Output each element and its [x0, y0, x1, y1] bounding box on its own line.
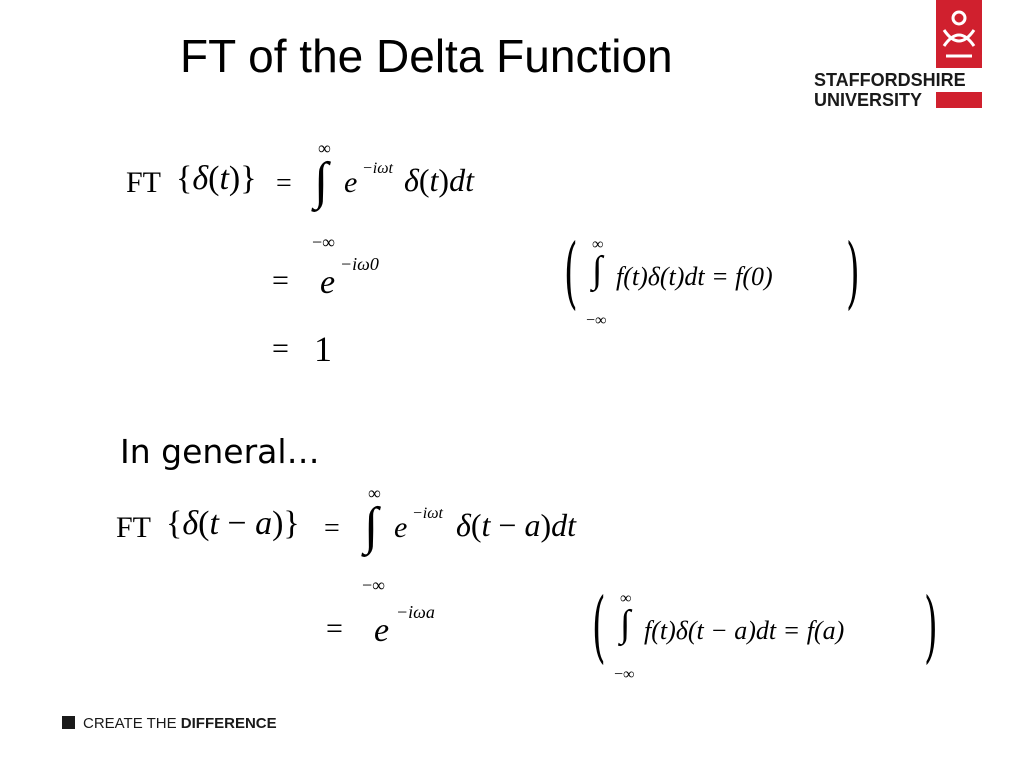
integrand: δ(t)dt: [404, 162, 474, 198]
equals-sign: =: [326, 612, 343, 645]
exponent: −iωt: [362, 160, 393, 177]
integral-sign: ∫: [314, 153, 329, 210]
equation-ft-delta-shifted: FT {δ(t − a)} = ∞ ∫ −∞ e −iωt δ(t − a)dt: [116, 483, 636, 595]
right-paren: ): [924, 582, 938, 672]
equation-step-one: = 1: [272, 328, 372, 376]
integral-sign: ∫: [620, 603, 631, 645]
equation-step-exp-zero: = e −iω0: [272, 252, 432, 308]
upper-limit: ∞: [620, 590, 632, 607]
equals-sign: =: [324, 513, 340, 544]
equals-sign: =: [276, 168, 292, 199]
ft-label: FT: [126, 166, 162, 199]
ft-argument: {δ(t)}: [176, 160, 257, 197]
logo-text-line1: STAFFORDSHIRE: [814, 70, 966, 90]
upper-limit: ∞: [592, 236, 604, 253]
footer-tagline: CREATE THE DIFFERENCE: [62, 714, 277, 734]
equation-ft-delta: FT {δ(t)} = ∞ ∫ −∞ e −iωt δ(t)dt: [126, 138, 546, 252]
integral-sign: ∫: [592, 249, 603, 291]
upper-limit: ∞: [318, 138, 331, 158]
logo-knot-emblem: [936, 0, 982, 68]
staffordshire-university-logo: STAFFORDSHIRE UNIVERSITY: [812, 0, 982, 112]
exp-base: e: [374, 612, 390, 649]
section-label: In general…: [120, 432, 320, 471]
exp-base: e: [320, 264, 336, 301]
lower-limit: −∞: [312, 232, 335, 252]
exponent: −iωt: [412, 505, 443, 522]
lower-limit: −∞: [586, 312, 607, 329]
upper-limit: ∞: [368, 483, 381, 503]
sifting-property-zero: ( ∞ ∫ −∞ f(t)δ(t)dt = f(0) ): [564, 228, 864, 332]
exp-base: e: [344, 166, 358, 199]
slide-title: FT of the Delta Function: [180, 30, 673, 82]
sift-result: f(a): [806, 616, 845, 645]
equation-step-exp-a: = e −iωa: [326, 598, 486, 658]
ft-label: FT: [116, 511, 152, 544]
integrand: δ(t − a)dt: [456, 507, 577, 543]
equals-sign: =: [272, 332, 289, 365]
exp-base: e: [394, 511, 408, 544]
right-paren: ): [846, 228, 860, 318]
footer-part1: CREATE THE: [83, 715, 181, 732]
exponent: −iω0: [340, 254, 379, 274]
sift-expression: f(t)δ(t − a)dt = f(a): [644, 616, 845, 645]
footer-square-icon: [62, 716, 75, 729]
logo-text-line2: UNIVERSITY: [814, 90, 923, 110]
lower-limit: −∞: [614, 666, 635, 683]
sift-expression: f(t)δ(t)dt = f(0): [616, 262, 773, 291]
left-paren: (: [592, 582, 606, 672]
logo-red-bar: [936, 92, 982, 108]
result-one: 1: [314, 329, 332, 369]
integral-sign: ∫: [364, 498, 379, 555]
equals-sign: =: [272, 264, 289, 297]
sifting-property-a: ( ∞ ∫ −∞ f(t)δ(t − a)dt = f(a) ): [592, 582, 942, 686]
ft-argument: {δ(t − a)}: [166, 505, 300, 542]
footer-part2: DIFFERENCE: [180, 715, 277, 732]
lower-limit: −∞: [362, 575, 385, 595]
left-paren: (: [564, 228, 578, 318]
exponent: −iωa: [396, 602, 435, 622]
staffordshire-knot-icon: [942, 10, 976, 58]
